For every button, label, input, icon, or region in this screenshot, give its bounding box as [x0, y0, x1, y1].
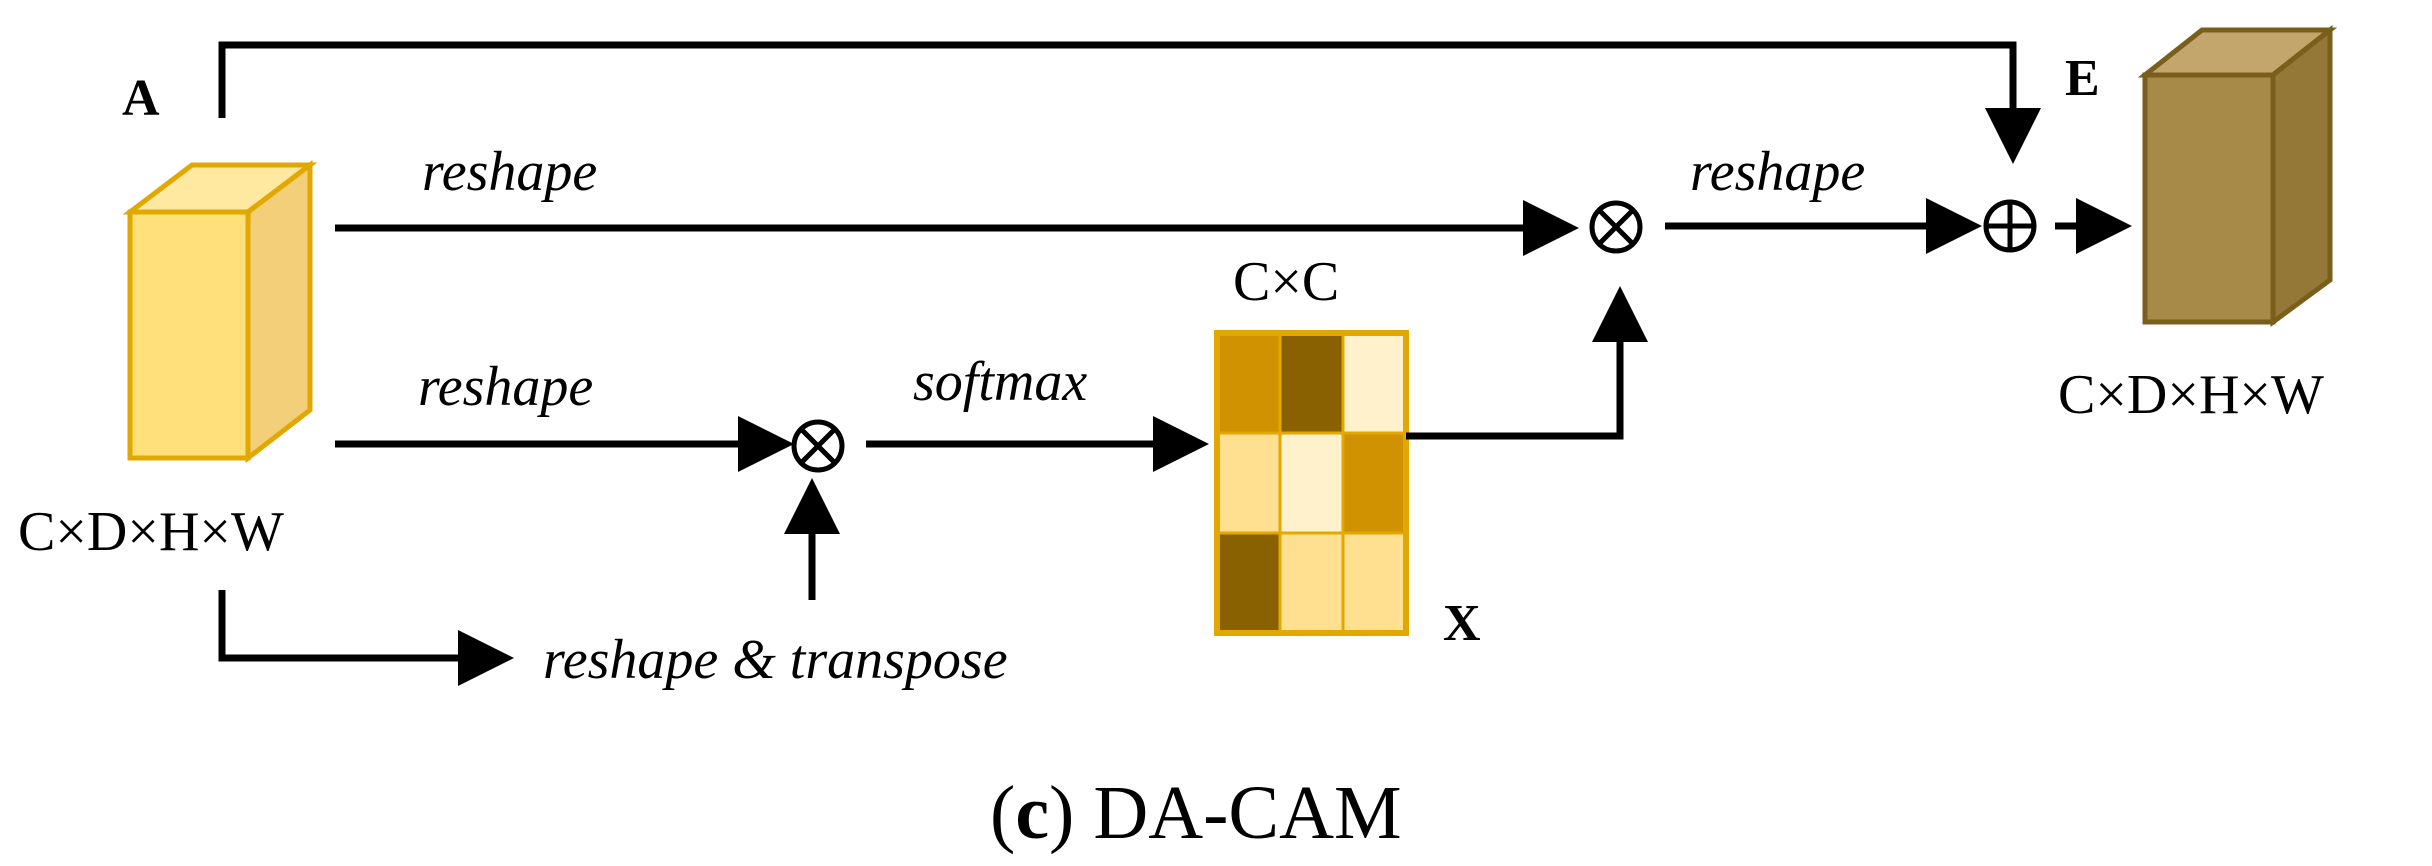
attention-matrix	[1214, 330, 1409, 636]
multiply-operator-top	[1589, 200, 1643, 254]
input-cube-side	[245, 159, 313, 464]
skip-connection-arrow	[218, 41, 2041, 164]
output-dims-label: C×D×H×W	[2058, 364, 2324, 426]
reshape-out-label: reshape	[1690, 141, 1865, 203]
reshape-mid-label: reshape	[418, 356, 593, 418]
matrix-cell	[1278, 331, 1345, 435]
caption-prefix: (	[990, 771, 1015, 855]
input-dims-label: C×D×H×W	[18, 501, 284, 563]
matrix-border	[1214, 330, 1409, 636]
input-cube-front	[127, 209, 251, 461]
matrix-cell	[1341, 331, 1408, 435]
output-tensor-label: E	[2065, 50, 2100, 107]
sum-operator	[1983, 199, 2037, 253]
matrix-cell	[1278, 431, 1345, 535]
caption-suffix: ) DA-CAM	[1049, 771, 1402, 855]
figure-caption: (c) DA-CAM	[990, 771, 1402, 855]
caption-letter: c	[1015, 771, 1049, 855]
matrix-cell	[1215, 431, 1282, 535]
matrix-cell	[1215, 531, 1282, 635]
matrix-cell	[1341, 431, 1408, 535]
input-tensor-cube	[122, 159, 318, 464]
input-tensor-label: A	[122, 70, 160, 127]
output-tensor-cube	[2137, 24, 2338, 327]
matrix-dims-label: C×C	[1233, 251, 1339, 313]
matrix-cell	[1278, 531, 1345, 635]
multiply-operator-mid	[791, 419, 845, 473]
output-cube-side	[2270, 24, 2333, 327]
matrix-to-multiply-arrow	[1406, 286, 1648, 440]
reshape-top-label: reshape	[422, 141, 597, 203]
matrix-label: X	[1443, 595, 1481, 652]
matrix-cell	[1215, 331, 1282, 435]
reshape-transpose-label: reshape & transpose	[543, 629, 1008, 691]
softmax-label: softmax	[913, 351, 1087, 413]
output-cube-front	[2142, 72, 2276, 325]
matrix-cell	[1341, 531, 1408, 635]
reshape-transpose-arrow	[218, 590, 514, 686]
